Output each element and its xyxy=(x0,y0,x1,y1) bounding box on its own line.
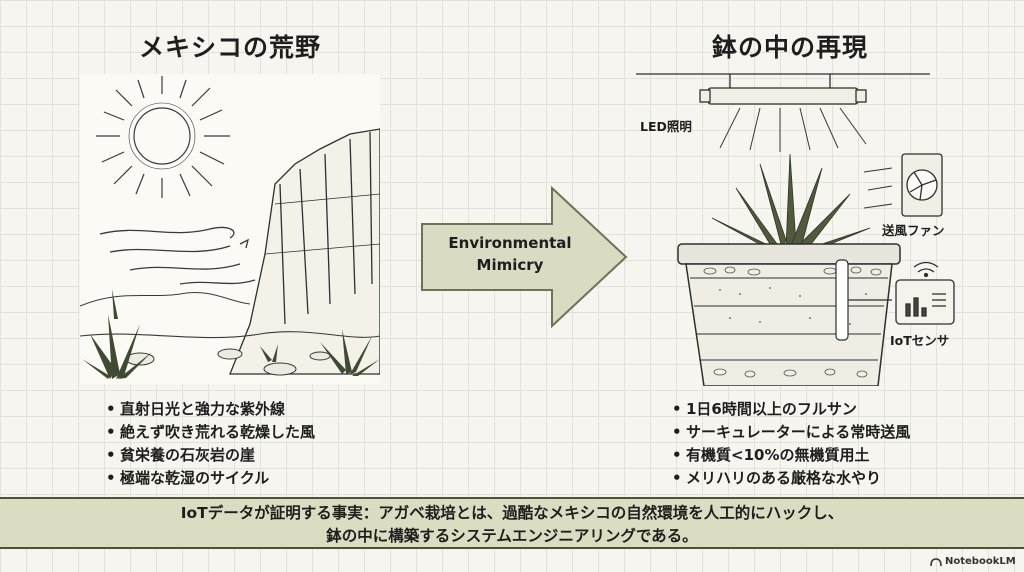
fan-label: 送風ファン xyxy=(882,223,945,238)
list-item: •サーキュレーターによる常時送風 xyxy=(672,423,911,441)
led-light-icon xyxy=(636,73,930,105)
brand-logo: NotebookLM xyxy=(930,556,1016,567)
agave-icon xyxy=(82,289,380,379)
left-bullet-list: •直射日光と強力な紫外線 •絶えず吹き荒れる乾燥した風 •貧栄養の石灰岩の崖 •… xyxy=(106,398,396,490)
bullet-text: メリハリのある厳格な水やり xyxy=(686,469,882,487)
banner-line1: IoTデータが証明する事実：アガベ栽培とは、過酷なメキシコの自然環境を人工的にハ… xyxy=(180,504,844,522)
bullet-text: 貧栄養の石灰岩の崖 xyxy=(120,446,256,464)
brand-text: NotebookLM xyxy=(945,556,1016,567)
left-panel-title: メキシコの荒野 xyxy=(138,33,321,62)
led-light-label: LED照明 xyxy=(640,119,692,134)
list-item: •絶えず吹き荒れる乾燥した風 xyxy=(106,423,316,441)
list-item: •直射日光と強力な紫外線 xyxy=(106,400,286,418)
sun-icon xyxy=(96,76,230,198)
bullet-text: 直射日光と強力な紫外線 xyxy=(120,400,286,418)
wifi-icon xyxy=(913,261,939,278)
mimicry-arrow: Environmental Mimicry xyxy=(420,185,630,329)
bullet-text: サーキュレーターによる常時送風 xyxy=(686,423,911,441)
bullet-text: 絶えず吹き荒れる乾燥した風 xyxy=(120,423,316,441)
banner-line2: 鉢の中に構築するシステムエンジニアリングである。 xyxy=(326,527,698,545)
list-item: •1日6時間以上のフルサン xyxy=(672,400,857,418)
list-item: •有機質<10%の無機質用土 xyxy=(672,446,870,464)
wind-icon xyxy=(99,226,256,285)
sensor-label: IoTセンサ xyxy=(890,333,950,348)
right-bullet-list: •1日6時間以上のフルサン •サーキュレーターによる常時送風 •有機質<10%の… xyxy=(672,398,972,490)
bullet-text: 極端な乾湿のサイクル xyxy=(120,469,270,487)
sensor-probe-icon xyxy=(835,259,892,341)
pot-illustration xyxy=(630,68,960,387)
bullet-text: 1日6時間以上のフルサン xyxy=(686,400,857,418)
list-item: •メリハリのある厳格な水やり xyxy=(672,469,882,487)
right-panel-title: 鉢の中の再現 xyxy=(711,33,868,62)
pot-icon xyxy=(677,243,901,387)
fan-icon xyxy=(901,153,943,217)
list-item: •貧栄養の石灰岩の崖 xyxy=(106,446,256,464)
iot-device-icon xyxy=(895,279,955,325)
bullet-text: 有機質<10%の無機質用土 xyxy=(686,446,870,464)
notebooklm-icon xyxy=(930,557,942,566)
conclusion-banner: IoTデータが証明する事実：アガベ栽培とは、過酷なメキシコの自然環境を人工的にハ… xyxy=(0,497,1024,549)
arrow-label-line1: Environmental xyxy=(448,234,572,252)
arrow-label-line2: Mimicry xyxy=(476,256,544,274)
list-item: •極端な乾湿のサイクル xyxy=(106,469,270,487)
wilderness-illustration xyxy=(79,74,381,384)
agave-icon xyxy=(697,153,881,259)
